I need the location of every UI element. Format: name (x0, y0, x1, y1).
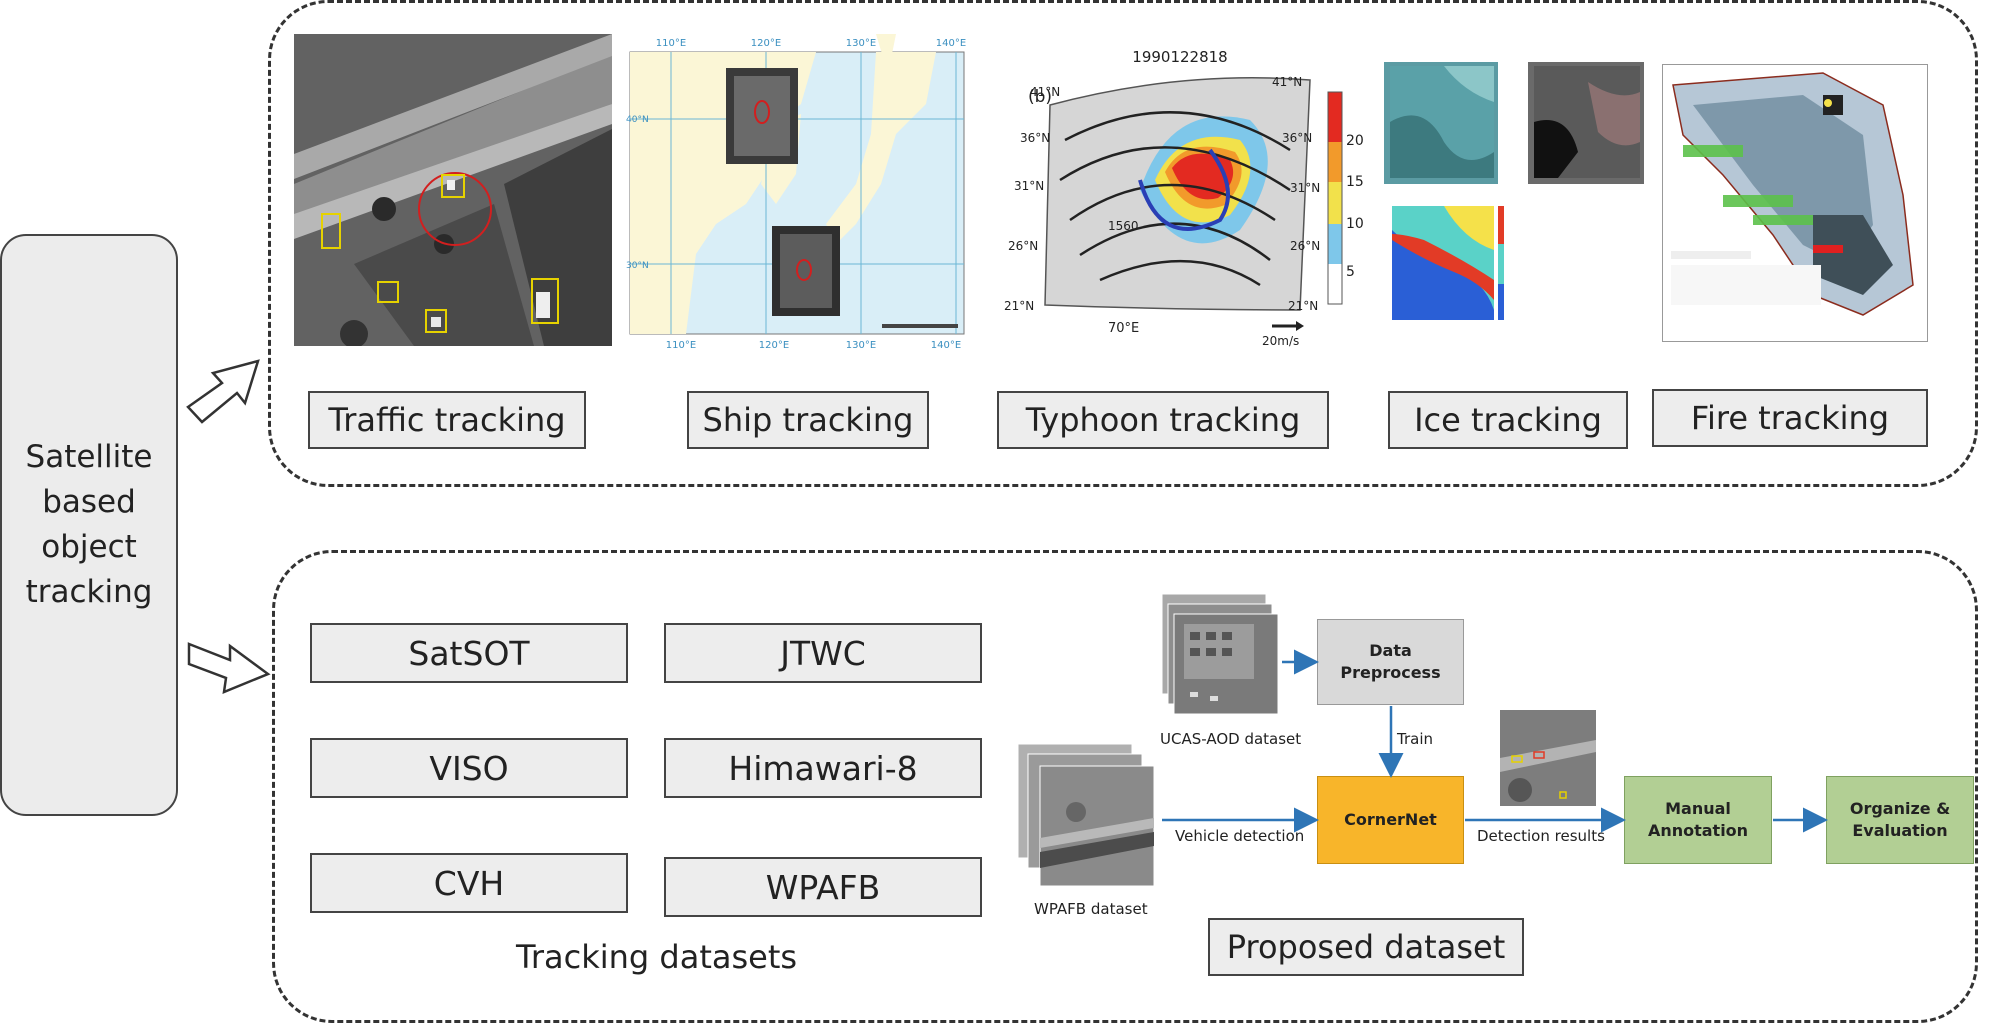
ice-image-b-icon (1534, 66, 1640, 178)
typhoon-lat-label: 26°N (1008, 239, 1038, 253)
typhoon-lon-label: 70°E (1108, 321, 1139, 336)
ship-map-lon-label: 130°E (846, 38, 876, 49)
ship-map-lon-label: 140°E (931, 340, 961, 351)
typhoon-panel-letter: (b) (1028, 87, 1052, 107)
wpafb-image-stack (1016, 742, 1166, 902)
typhoon-lat-label: 26°N (1290, 239, 1320, 253)
data-preprocess-label: Data Preprocess (1340, 641, 1441, 682)
typhoon-colorbar-tick: 5 (1346, 264, 1355, 280)
fire-tracking-label: Fire tracking (1652, 389, 1928, 447)
ship-map-lon-label: 120°E (751, 38, 781, 49)
dataset-wpafb: WPAFB (664, 857, 982, 917)
ice-tracking-image-a (1384, 62, 1498, 184)
manual-annotation-box: Manual Annotation (1624, 776, 1772, 864)
ice-tracking-velocity-map (1384, 200, 1512, 330)
detection-image-icon (1500, 710, 1596, 806)
typhoon-lat-label: 36°N (1282, 131, 1312, 145)
train-label: Train (1397, 730, 1433, 748)
typhoon-contour-label: 1560 (1108, 219, 1139, 233)
ship-map-lon-label: 120°E (759, 340, 789, 351)
ship-map-lon-label: 110°E (666, 340, 696, 351)
detection-results-label: Detection results (1477, 827, 1605, 845)
typhoon-chart-icon: 1990122818 (b) 1560 41°N 36°N 31°N 26°N … (1004, 48, 1364, 348)
ice-tracking-label: Ice tracking (1388, 391, 1628, 449)
dataset-jtwc: JTWC (664, 623, 982, 683)
typhoon-colorbar-tick: 15 (1346, 174, 1364, 190)
typhoon-lat-label: 41°N (1272, 75, 1302, 89)
typhoon-lat-label: 21°N (1288, 299, 1318, 313)
organize-evaluation-box: Organize & Evaluation (1826, 776, 1974, 864)
traffic-tracking-label: Traffic tracking (308, 391, 586, 449)
ice-tracking-image-b (1528, 62, 1644, 184)
wpafb-dataset-label: WPAFB dataset (1034, 900, 1148, 918)
traffic-scene-icon (294, 34, 612, 346)
fire-tracking-map (1662, 64, 1928, 342)
ship-map-lat-label: 30°N (626, 261, 649, 271)
dataset-viso: VISO (310, 738, 628, 798)
fire-map-icon (1671, 72, 1914, 316)
root-category-box: Satellite based object tracking (0, 234, 178, 816)
ice-image-a-icon (1390, 66, 1494, 178)
dataset-cvh: CVH (310, 853, 628, 913)
ucas-aod-image-stack (1160, 592, 1280, 722)
typhoon-lat-label: 41°N (1030, 85, 1060, 99)
ship-map-lon-label: 130°E (846, 340, 876, 351)
cornernet-label: CornerNet (1344, 810, 1437, 829)
typhoon-scale-label: 20m/s (1262, 334, 1299, 348)
manual-annotation-label: Manual Annotation (1647, 799, 1749, 840)
typhoon-colorbar-tick: 20 (1346, 133, 1364, 149)
typhoon-timestamp: 1990122818 (1132, 48, 1227, 66)
traffic-tracking-image (294, 34, 612, 346)
detection-results-image (1500, 710, 1596, 806)
ship-tracking-label: Ship tracking (687, 391, 929, 449)
arrow-to-datasets-icon (187, 642, 271, 694)
typhoon-lat-label: 36°N (1020, 131, 1050, 145)
image-stack-icon (1017, 743, 1155, 887)
ucas-aod-label: UCAS-AOD dataset (1160, 730, 1302, 748)
image-stack-icon (1161, 593, 1279, 715)
ship-map-icon: 110°E 120°E 130°E 140°E 110°E 120°E 130°… (626, 34, 972, 351)
applications-group (268, 0, 1978, 487)
root-category-label: Satellite based object tracking (25, 439, 153, 610)
typhoon-tracking-label: Typhoon tracking (997, 391, 1329, 449)
ship-tracking-map: 110°E 120°E 130°E 140°E 110°E 120°E 130°… (626, 34, 972, 360)
ship-map-lon-label: 110°E (656, 38, 686, 49)
dataset-himawari-8: Himawari-8 (664, 738, 982, 798)
typhoon-lat-label: 21°N (1004, 299, 1034, 313)
tracking-datasets-caption: Tracking datasets (516, 938, 798, 976)
proposed-dataset-label: Proposed dataset (1208, 918, 1524, 976)
typhoon-tracking-chart: 1990122818 (b) 1560 41°N 36°N 31°N 26°N … (990, 40, 1372, 360)
typhoon-lat-label: 31°N (1290, 181, 1320, 195)
organize-evaluation-label: Organize & Evaluation (1849, 799, 1951, 840)
ship-map-lon-label: 140°E (936, 38, 966, 49)
ice-velocity-icon (1392, 206, 1504, 320)
dataset-satsot: SatSOT (310, 623, 628, 683)
typhoon-lat-label: 31°N (1014, 179, 1044, 193)
datasets-group (272, 550, 1978, 1023)
vehicle-detection-label: Vehicle detection (1175, 827, 1305, 845)
cornernet-box: CornerNet (1317, 776, 1464, 864)
ship-map-lat-label: 40°N (626, 115, 649, 125)
arrow-to-applications-icon (186, 359, 260, 424)
typhoon-colorbar-tick: 10 (1346, 216, 1364, 232)
data-preprocess-box: Data Preprocess (1317, 619, 1464, 705)
